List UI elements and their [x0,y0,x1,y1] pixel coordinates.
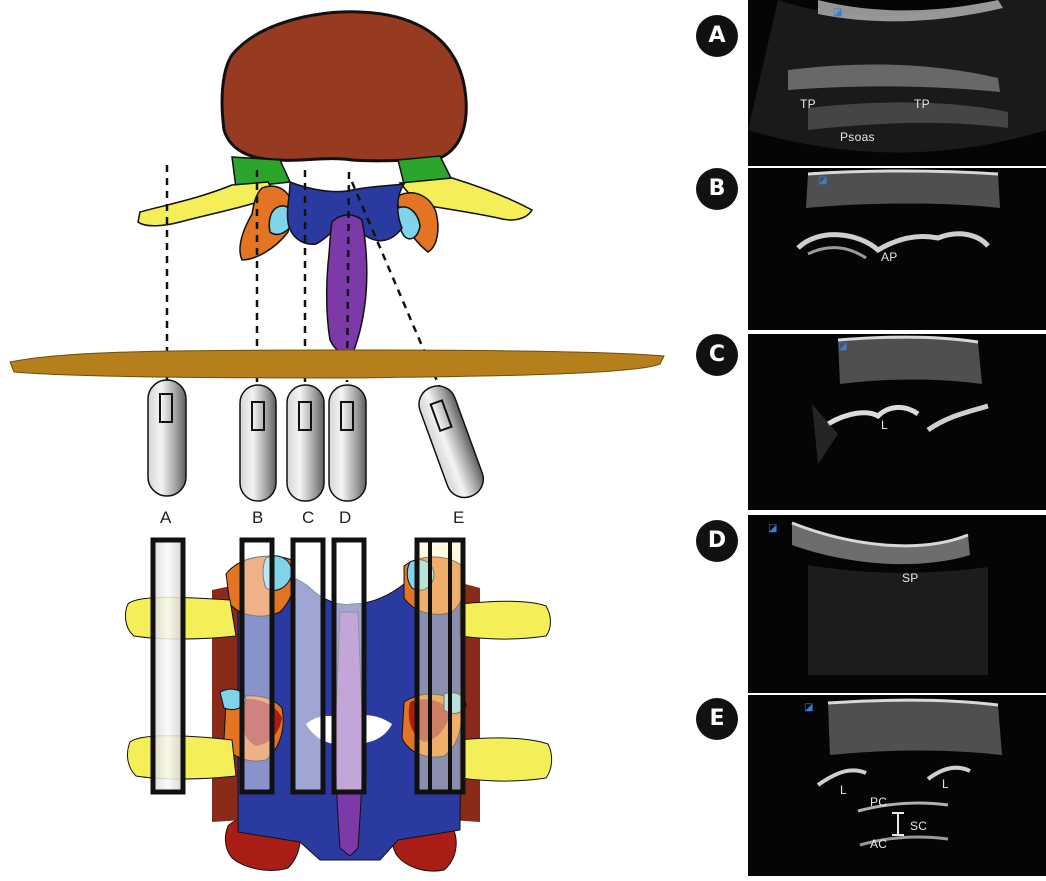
svg-text:◪: ◪ [818,175,827,186]
label-l-c: L [881,418,888,432]
panel-badge-b: B [696,168,738,210]
axial-vertebra [138,12,532,354]
svg-text:◪: ◪ [833,7,842,18]
probe-label-e: E [453,508,464,528]
label-ac: AC [870,837,887,851]
panel-badge-d: D [696,520,738,562]
panel-badge-c: C [696,334,738,376]
ultrasound-probes [148,380,488,503]
probe-b [240,385,276,501]
probe-e [414,381,488,503]
svg-text:◪: ◪ [838,341,847,352]
upper-right-transverse [460,601,551,639]
ultrasound-image-e: ◪ [748,695,1046,876]
label-psoas: Psoas [840,130,875,144]
ultrasound-panel-a: ◪ TP TP Psoas [748,0,1046,166]
label-ap: AP [881,250,898,264]
lumbar-spine-probe-diagram [0,0,690,881]
probe-label-d: D [339,508,351,528]
label-tp-left: TP [800,97,816,111]
label-tp-right: TP [914,97,930,111]
footprint-b [242,540,272,792]
ultrasound-image-c: ◪ [748,334,1046,510]
panel-badge-e: E [696,698,738,740]
ultrasound-panel-b: ◪ AP [748,168,1046,330]
ultrasound-panel-c: ◪ L [748,334,1046,510]
lower-right-transverse [460,738,552,781]
ultrasound-image-a: ◪ [748,0,1046,166]
ultrasound-panel-d: ◪ SP [748,515,1046,693]
svg-text:◪: ◪ [768,523,777,534]
ultrasound-panel-e: ◪ L L PC SC AC [748,695,1046,876]
probe-label-b: B [252,508,263,528]
skin-line [10,350,664,378]
footprint-a [153,540,183,792]
label-sp: SP [902,571,919,585]
probe-a [148,380,186,496]
vertebral-body [222,12,466,161]
label-sc: SC [910,819,927,833]
probe-c [287,385,324,501]
probe-d [329,385,366,501]
label-l-e-left: L [840,783,847,797]
footprint-c [293,540,323,792]
probe-label-a: A [160,508,171,528]
panel-badge-a: A [696,15,738,57]
footprint-e-outer [417,540,463,792]
svg-text:◪: ◪ [804,702,813,713]
label-pc: PC [870,795,887,809]
footprint-d [334,540,364,792]
label-l-e-right: L [942,777,949,791]
probe-label-c: C [302,508,314,528]
ultrasound-image-d: ◪ [748,515,1046,693]
ultrasound-image-b: ◪ [748,168,1046,330]
